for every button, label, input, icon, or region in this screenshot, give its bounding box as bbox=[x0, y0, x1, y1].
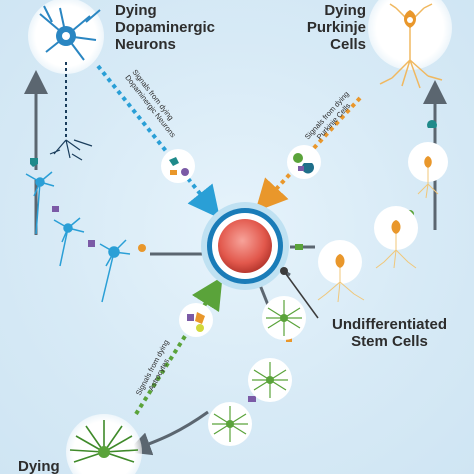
label-purkinje: Dying Purkinje Cells bbox=[306, 2, 366, 53]
signal-molecule-icon bbox=[52, 206, 59, 212]
signal-molecule-icon bbox=[302, 163, 315, 174]
stem-pointer bbox=[280, 267, 319, 319]
dopaminergic-neuron-icon bbox=[28, 0, 104, 161]
signal-label-purkinje: Signals from dying Purkinje Cells bbox=[303, 89, 353, 141]
purkinje-cell-icon bbox=[317, 240, 365, 303]
signal-molecule-icon bbox=[88, 240, 95, 247]
signal-molecule-icon bbox=[196, 324, 204, 332]
label-line: Dying bbox=[324, 2, 366, 19]
label-astrocytes-partial: Dying bbox=[18, 458, 60, 474]
signal-arrow-purkinje bbox=[255, 96, 362, 212]
signal-molecule-icon bbox=[195, 312, 205, 324]
signal-molecule-icon bbox=[170, 170, 177, 175]
signal-molecule-icon bbox=[293, 153, 303, 163]
arrow-stem-down bbox=[258, 284, 270, 306]
signal-molecule-icon bbox=[169, 157, 179, 166]
astrocyte-icon bbox=[66, 414, 142, 474]
purkinje-cell-icon bbox=[368, 0, 452, 89]
signal-bubble-astrocytes bbox=[179, 303, 213, 337]
purkinje-cell-icon bbox=[374, 206, 418, 269]
signal-molecule-icon bbox=[298, 166, 304, 171]
label-line: Dopaminergic bbox=[115, 19, 216, 36]
astrocyte-icon bbox=[208, 402, 252, 446]
dopaminergic-neuron-icon bbox=[25, 171, 131, 303]
label-stem-cells: Undifferentiated Stem Cells bbox=[332, 316, 447, 350]
signal-arrow-dopaminergic bbox=[96, 64, 220, 219]
label-line: Neurons bbox=[115, 36, 176, 53]
signal-bubble-purkinje bbox=[287, 145, 321, 179]
label-line: Dying bbox=[18, 458, 60, 474]
label-line: Undifferentiated bbox=[332, 316, 448, 333]
signal-molecule-icon bbox=[295, 244, 303, 250]
signal-bubble-dopaminergic bbox=[161, 149, 195, 183]
signal-label-astrocytes: Signals from dying Astrocytes bbox=[134, 338, 171, 397]
signal-molecule-icon bbox=[138, 244, 146, 252]
label-line: Cells bbox=[330, 36, 366, 53]
label-dopaminergic: Dying Dopaminergic Neurons bbox=[115, 2, 215, 53]
signal-molecule-icon bbox=[427, 120, 437, 128]
arrow-to-astrocytes bbox=[126, 410, 209, 456]
purkinje-cell-icon bbox=[408, 142, 448, 199]
label-line: Purkinje bbox=[306, 19, 366, 36]
label-line: Stem Cells bbox=[351, 333, 428, 350]
signal-molecule-icon bbox=[248, 396, 256, 402]
signal-molecule-icon bbox=[181, 168, 189, 176]
label-line: Dying bbox=[115, 2, 157, 19]
signal-molecule-icon bbox=[30, 158, 38, 167]
astrocyte-icon bbox=[262, 296, 306, 340]
signal-label-dopaminergic: Signals from dying Dopaminergic Neurons bbox=[123, 68, 177, 140]
signal-molecule-icon bbox=[187, 314, 194, 321]
astrocyte-icon bbox=[248, 358, 292, 402]
stem-cell-icon bbox=[201, 202, 289, 290]
